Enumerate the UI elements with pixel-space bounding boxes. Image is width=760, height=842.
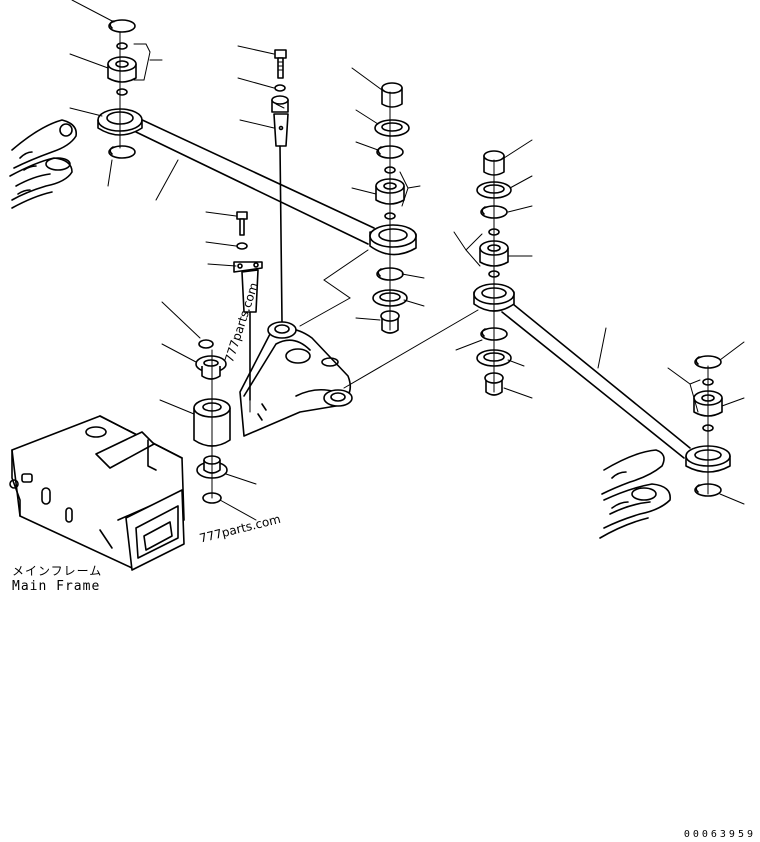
bell-crank (239, 321, 353, 437)
center-link-bolt-group (271, 49, 289, 323)
right-steering-arm (599, 449, 671, 539)
left-rod-joint-parts (372, 82, 410, 334)
main-frame (9, 415, 185, 571)
left-steering-arm (9, 119, 78, 209)
leader-lines (69, 0, 745, 521)
assembly-guide-lines (119, 31, 709, 499)
right-tie-rod (473, 283, 731, 473)
main-frame-label-english: Main Frame (12, 579, 101, 594)
left-rod-end-parts (107, 19, 137, 159)
main-frame-label-japanese: メインフレーム (12, 564, 103, 578)
drawing-number: 00063959 (683, 829, 756, 840)
left-tie-rod (97, 108, 417, 256)
